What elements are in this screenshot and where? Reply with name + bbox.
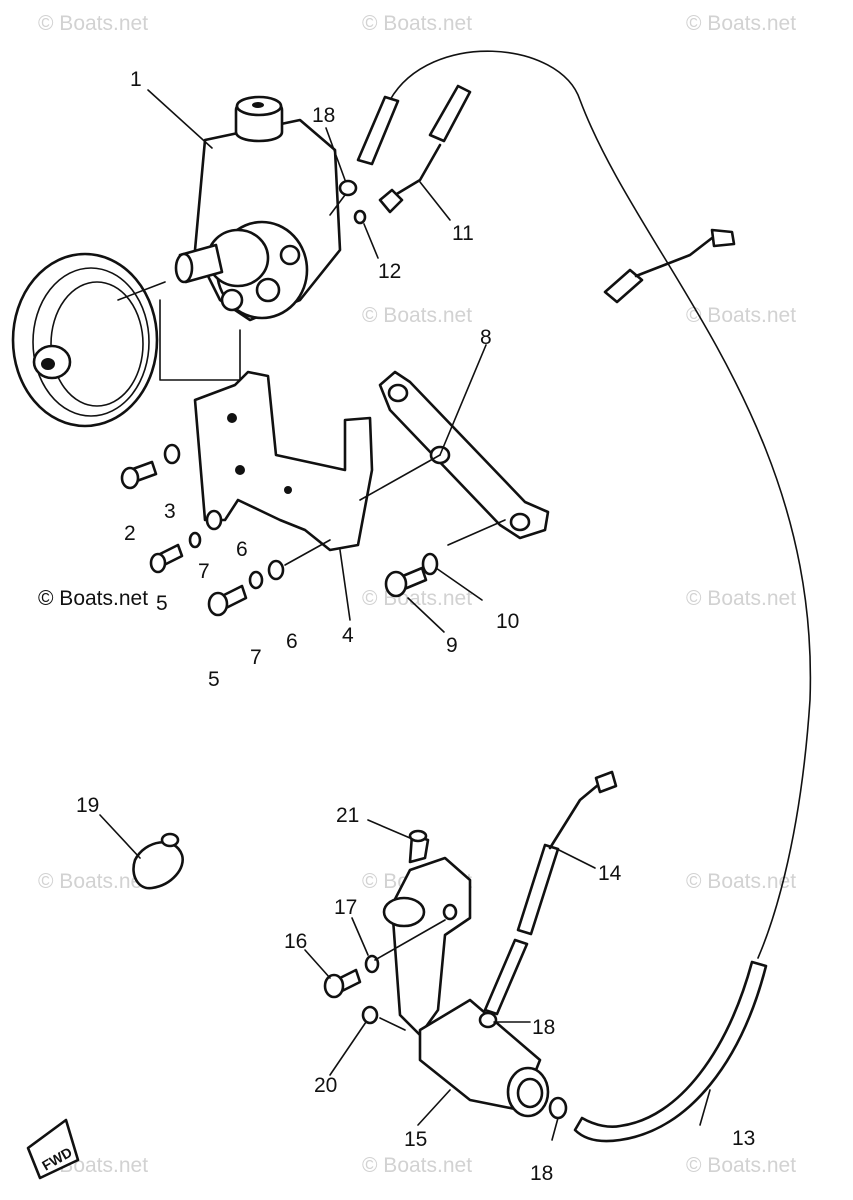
callouts: 1 2 3 4 5 5 6 6 7 7 8 9 10 11 12 13 14 1… [76, 68, 755, 1185]
nut-20 [361, 1005, 379, 1025]
leader-line [284, 539, 331, 566]
callout-10: 10 [496, 610, 519, 633]
watermark-dark: © Boats.net [38, 587, 148, 610]
clamp-18 [338, 179, 358, 197]
hose-sleeve-14 [516, 843, 560, 936]
washer-10 [421, 552, 439, 576]
watermark: © Boats.net [686, 587, 796, 610]
callout-6a: 6 [236, 538, 248, 561]
watermark: © Boats.net [686, 1154, 796, 1177]
callout-leaders [99, 89, 711, 1141]
assembly-bracket-line [159, 299, 241, 381]
hose-sleeve-11 [428, 84, 472, 143]
callout-12: 12 [378, 260, 401, 283]
pump-bracket [193, 370, 374, 552]
callout-8: 8 [480, 326, 492, 349]
callout-7b: 7 [250, 646, 262, 669]
watermark: © Boats.net [686, 870, 796, 893]
watermark: © Boats.net [38, 12, 148, 35]
callout-5b: 5 [208, 668, 220, 691]
watermark: © Boats.net [686, 304, 796, 327]
callout-20: 20 [314, 1074, 337, 1097]
steering-cylinder [382, 856, 550, 1118]
washer-6 [205, 509, 223, 531]
callout-6b: 6 [286, 630, 298, 653]
grease-fitting-cap [408, 829, 428, 843]
leader-line [379, 1017, 406, 1031]
callout-4: 4 [342, 624, 354, 647]
leader-line [359, 454, 441, 501]
pressure-line-14 [548, 783, 600, 850]
callout-3: 3 [164, 500, 176, 523]
callout-18b: 18 [532, 1016, 555, 1039]
washer-6 [267, 559, 285, 581]
leader-line [117, 281, 166, 301]
watermark: © Boats.net [686, 12, 796, 35]
lock-washer-7 [188, 531, 202, 549]
bracket-arm [378, 370, 550, 540]
callout-14: 14 [598, 862, 622, 885]
leader-line [447, 519, 506, 546]
fitting [378, 188, 404, 214]
callout-19: 19 [76, 794, 99, 817]
hose-sleeve [356, 95, 400, 166]
return-hose-13 [389, 50, 812, 959]
clip-tab [160, 832, 180, 848]
bolt-5-lower [207, 584, 248, 617]
lock-washer-7 [248, 570, 264, 590]
callout-15: 15 [404, 1128, 427, 1151]
hose-clip-19 [132, 840, 184, 890]
return-hose-lower [573, 960, 768, 1143]
watermark: © Boats.net [362, 304, 472, 327]
power-steering-pump [174, 95, 342, 322]
watermark: © Boats.net [362, 12, 472, 35]
bolt-16 [323, 968, 362, 999]
clamp-18 [548, 1096, 568, 1120]
callout-21: 21 [336, 804, 359, 827]
bolt-5 [149, 543, 184, 574]
watermark: © Boats.net [362, 1154, 472, 1177]
callout-9: 9 [446, 634, 458, 657]
bolt-9 [384, 566, 428, 598]
bolt-2 [120, 460, 158, 490]
pressure-line-11 [393, 143, 442, 197]
pressure-line-end [634, 236, 714, 278]
o-ring-12 [353, 209, 367, 225]
clamp-18 [478, 1011, 498, 1029]
callout-13: 13 [732, 1127, 755, 1150]
callout-17: 17 [334, 896, 357, 919]
callout-1: 1 [130, 68, 142, 91]
callout-5a: 5 [156, 592, 168, 615]
callout-11: 11 [452, 222, 474, 245]
watermark: © Boats.net [38, 870, 148, 893]
callout-7a: 7 [198, 560, 210, 583]
pulley [11, 252, 159, 428]
callout-16: 16 [284, 930, 307, 953]
hose-sleeve [483, 938, 529, 1016]
leader-line [329, 194, 346, 216]
hose-fitting [710, 228, 736, 248]
leader-line [374, 919, 446, 961]
hose-end [603, 268, 644, 304]
washer-3 [163, 443, 181, 465]
hose-fitting [594, 770, 618, 794]
callout-18c: 18 [530, 1162, 553, 1185]
callout-18a: 18 [312, 104, 335, 127]
callout-2: 2 [124, 522, 136, 545]
